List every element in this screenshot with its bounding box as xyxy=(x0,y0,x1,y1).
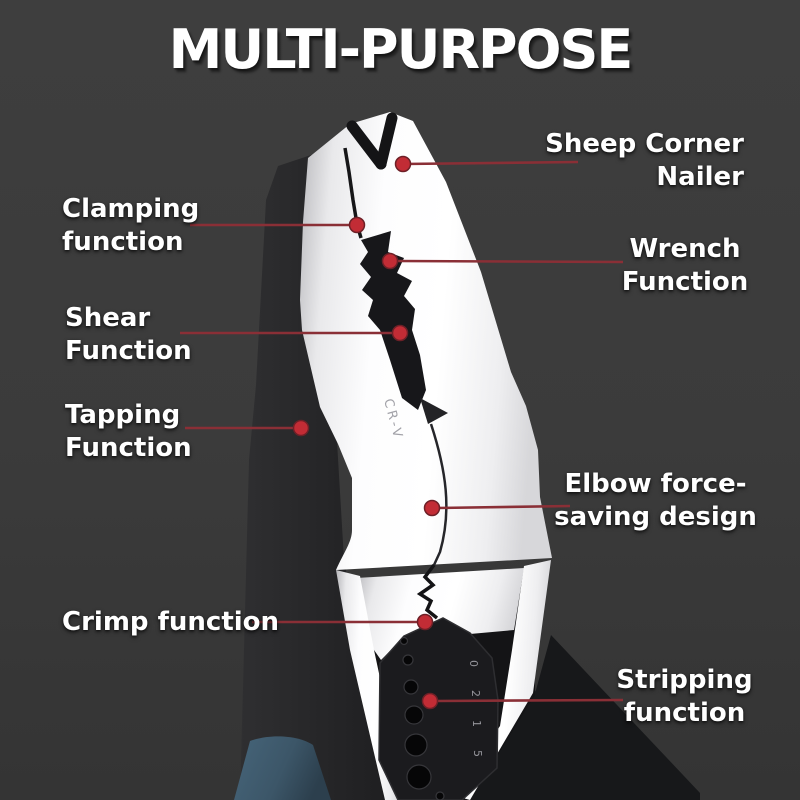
label-sheep-corner-nailer: Sheep Corner Nailer xyxy=(545,129,744,192)
callout-line-stripping xyxy=(434,698,624,703)
callout-dot-clamping xyxy=(348,216,366,234)
callout-dot-crimp xyxy=(416,613,434,631)
svg-text:1: 1 xyxy=(470,720,483,727)
pliers-right-handle xyxy=(468,635,700,800)
label-stripping-function: Stripping function xyxy=(616,665,753,728)
wrench-gap xyxy=(360,231,426,410)
label-shear-function: Shear Function xyxy=(65,303,192,366)
label-crimp-function: Crimp function xyxy=(62,607,280,637)
crimper-plate xyxy=(378,617,499,800)
crimper-marks: 0 2 1 5 xyxy=(467,660,484,757)
callout-line-sheep-corner xyxy=(402,160,579,166)
label-tapping-function: Tapping Function xyxy=(65,400,192,463)
svg-text:5: 5 xyxy=(471,750,484,757)
label-elbow-design: Elbow force- saving design xyxy=(554,469,757,532)
pivot-notch xyxy=(420,398,448,424)
callout-dot-sheep-corner xyxy=(394,155,412,173)
crimp-crack xyxy=(416,563,439,620)
callout-dot-tapping xyxy=(292,419,310,437)
crimper-holes xyxy=(399,636,445,800)
page-title: MULTI-PURPOSE xyxy=(168,18,634,81)
svg-text:0: 0 xyxy=(467,660,480,667)
callout-dot-elbow xyxy=(423,499,441,517)
callout-dot-stripping xyxy=(421,692,439,710)
handle-grip xyxy=(234,736,331,800)
callout-dot-wrench xyxy=(381,252,399,270)
callout-dots xyxy=(292,155,441,710)
pliers-shoulder xyxy=(356,568,524,660)
label-clamping-function: Clamping function xyxy=(62,194,200,257)
nail-puller-notch xyxy=(346,112,398,170)
callout-line-elbow xyxy=(436,504,571,510)
pivot-crack xyxy=(429,423,448,566)
pliers-right-arm xyxy=(452,560,551,800)
callout-line-wrench xyxy=(394,259,624,264)
label-wrench-function: Wrench Function xyxy=(621,234,749,297)
callout-lines xyxy=(180,160,624,703)
callout-dot-shear xyxy=(391,324,409,342)
svg-text:2: 2 xyxy=(469,690,482,697)
